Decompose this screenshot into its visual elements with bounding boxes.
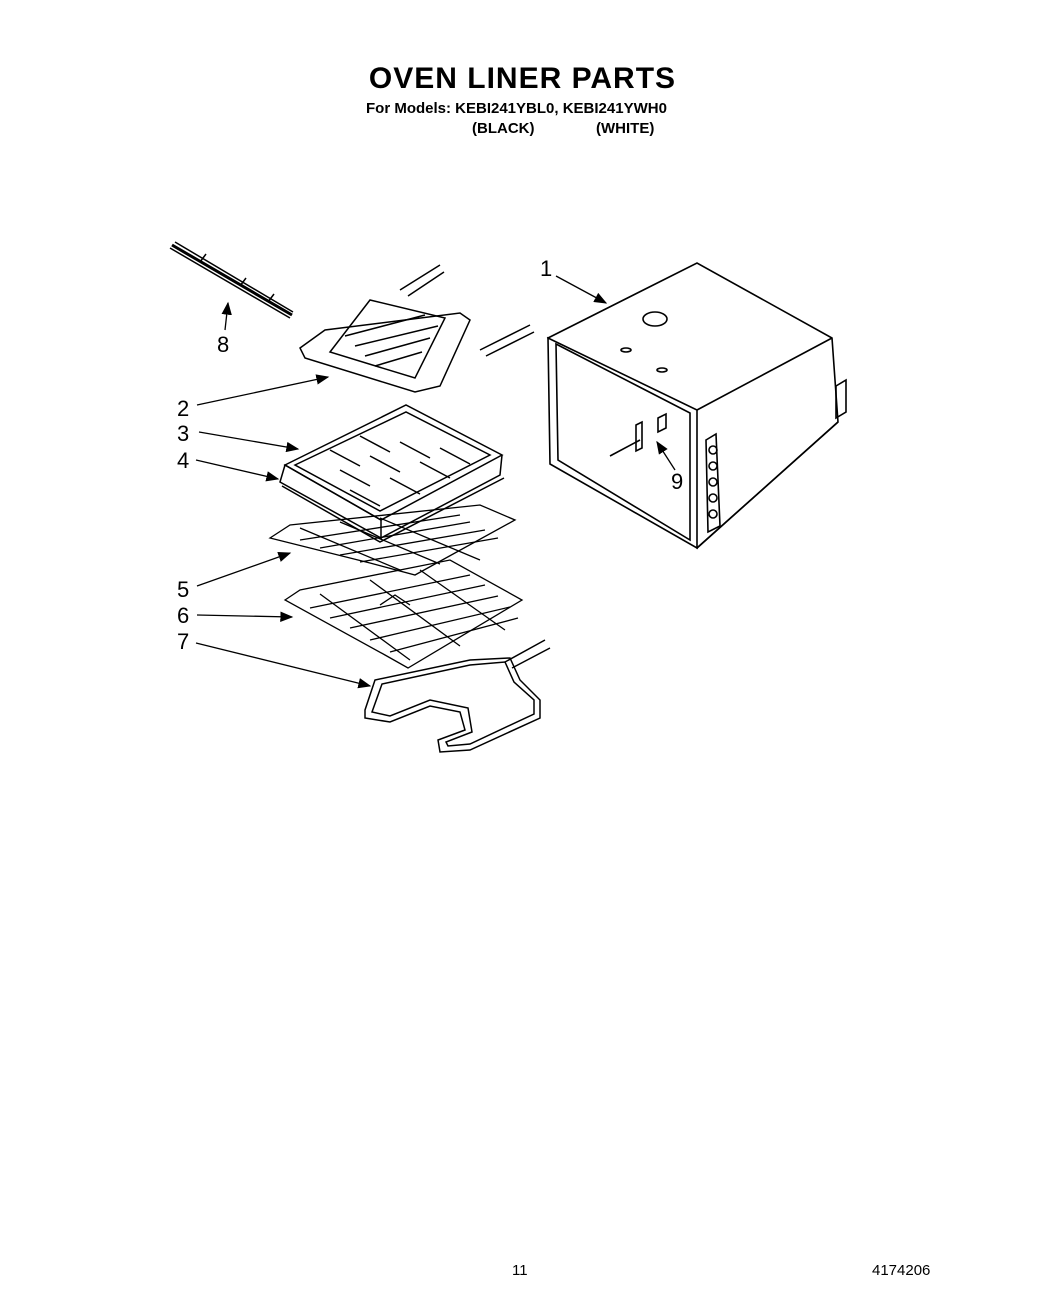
color-label-white: (WHITE) bbox=[596, 120, 655, 137]
color-label-black: (BLACK) bbox=[472, 120, 535, 137]
callout-9: 9 bbox=[671, 469, 683, 494]
bake-element bbox=[364, 639, 551, 753]
callout-7: 7 bbox=[177, 629, 189, 654]
callout-6: 6 bbox=[177, 603, 189, 628]
page-number: 11 bbox=[512, 1262, 528, 1279]
document-number: 4174206 bbox=[872, 1262, 931, 1279]
broil-element bbox=[299, 264, 535, 393]
callout-3: 3 bbox=[177, 421, 189, 446]
upper-rack bbox=[268, 504, 517, 576]
callout-8: 8 bbox=[217, 332, 229, 357]
leader-lines bbox=[195, 275, 676, 689]
callout-4: 4 bbox=[177, 448, 189, 473]
lower-rack bbox=[283, 559, 524, 669]
models-line: For Models: KEBI241YBL0, KEBI241YWH0 bbox=[366, 100, 667, 117]
bracket-strip bbox=[169, 241, 294, 319]
callout-5: 5 bbox=[177, 577, 189, 602]
page-title: OVEN LINER PARTS bbox=[368, 62, 677, 95]
callout-1: 1 bbox=[540, 256, 552, 281]
oven-liner-box bbox=[546, 262, 847, 550]
callout-2: 2 bbox=[177, 396, 189, 421]
broil-pan bbox=[279, 404, 505, 543]
